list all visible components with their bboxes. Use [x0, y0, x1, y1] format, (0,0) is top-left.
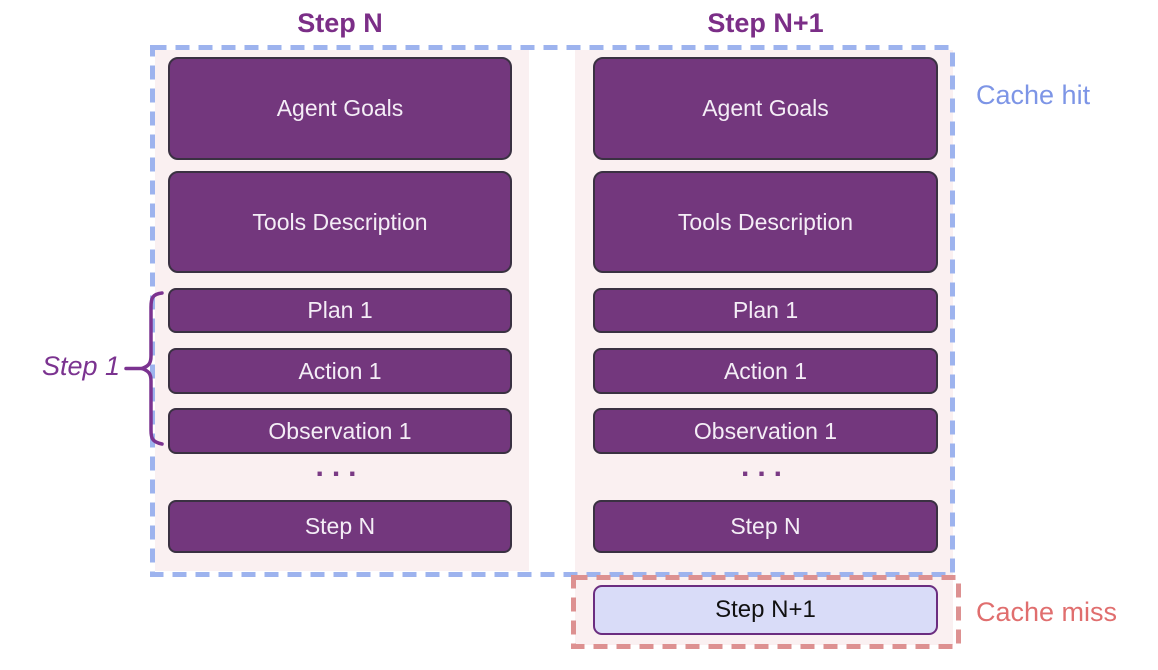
box-agent-goals: Agent Goals — [168, 57, 512, 160]
box-step-n: Step N — [168, 500, 512, 553]
ellipsis-steps: ... — [315, 450, 365, 483]
ellipsis-steps: ... — [740, 450, 790, 483]
box-tools-description: Tools Description — [593, 171, 938, 273]
box-plan-1: Plan 1 — [168, 288, 512, 333]
box-observation-1: Observation 1 — [593, 408, 938, 454]
column-title-step-n-plus-1: Step N+1 — [707, 8, 824, 38]
box-tools-description: Tools Description — [168, 171, 512, 273]
box-step-n-plus-1-uncached: Step N+1 — [593, 585, 938, 635]
box-step-n: Step N — [593, 500, 938, 553]
box-plan-1: Plan 1 — [593, 288, 938, 333]
box-agent-goals: Agent Goals — [593, 57, 938, 160]
box-action-1: Action 1 — [168, 348, 512, 394]
cache-hit-label: Cache hit — [976, 80, 1091, 110]
column-title-step-n: Step N — [297, 8, 383, 38]
box-observation-1: Observation 1 — [168, 408, 512, 454]
box-action-1: Action 1 — [593, 348, 938, 394]
step1-group-label: Step 1 — [41, 351, 120, 381]
cache-miss-label: Cache miss — [976, 597, 1118, 627]
